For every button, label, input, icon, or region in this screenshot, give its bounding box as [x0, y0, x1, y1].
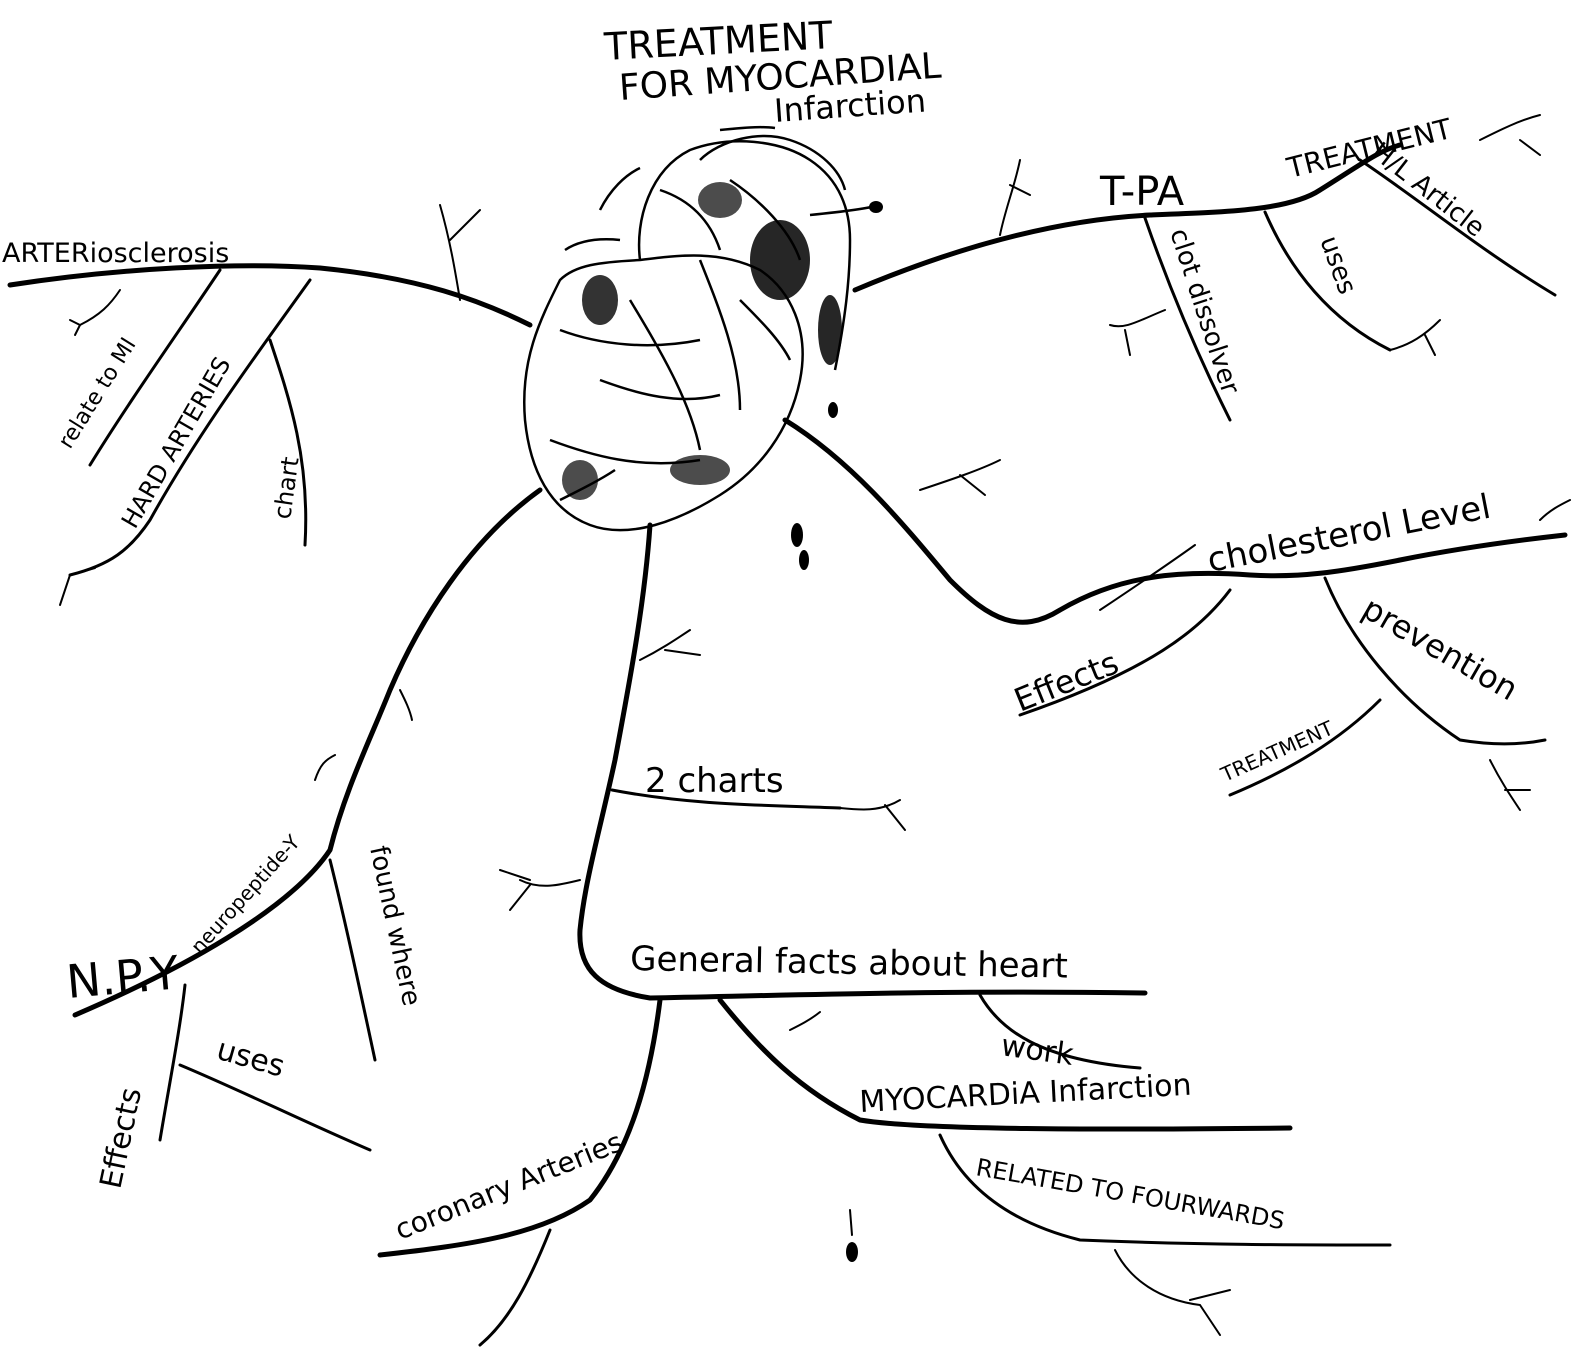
- label-clot-dissolver: clot dissolver: [1163, 225, 1245, 398]
- central-topic: TREATMENT FOR MYOCARDIAL Infarction: [602, 13, 942, 130]
- label-coronary-arteries: coronary Arteries: [390, 1125, 627, 1246]
- label-work: work: [999, 1028, 1076, 1073]
- label-uses-left: uses: [213, 1032, 289, 1085]
- label-related-to-forewards: RELATED TO FOURWARDS: [974, 1153, 1287, 1235]
- label-hl-article: H/L Article: [1366, 137, 1490, 243]
- label-treatment-lower: TREATMENT: [1216, 715, 1337, 787]
- label-prevention: prevention: [1356, 589, 1525, 708]
- label-npy: N.P.Y: [64, 945, 182, 1009]
- branch-cholesterol: [785, 420, 1570, 810]
- label-chart: chart: [268, 455, 304, 521]
- label-effects-left: Effects: [94, 1085, 149, 1192]
- heart-illustration: [524, 127, 883, 1262]
- label-arteriosclerosis: ARTERiosclerosis: [2, 238, 229, 269]
- label-hard-arteries: HARD ARTERIES: [116, 352, 237, 533]
- blood-drop-icon: [846, 1242, 858, 1262]
- label-general-facts: General facts about heart: [630, 939, 1068, 987]
- label-found-where: found where: [363, 843, 426, 1008]
- label-uses-right: uses: [1313, 232, 1362, 298]
- label-relate-to-mi: relate to MI: [54, 334, 142, 454]
- label-two-charts: 2 charts: [645, 761, 784, 801]
- label-myocardial-infarction: MYOCARDiA Infarction: [859, 1068, 1193, 1120]
- blood-drop-icon: [799, 550, 809, 570]
- blood-drop-icon: [791, 523, 803, 547]
- label-cholesterol-level: cholesterol Level: [1204, 487, 1494, 581]
- blood-drop-icon: [828, 402, 838, 418]
- label-effects-right: Effects: [1009, 643, 1124, 719]
- branch-npy: [75, 490, 540, 1150]
- label-tpa: T-PA: [1099, 169, 1185, 215]
